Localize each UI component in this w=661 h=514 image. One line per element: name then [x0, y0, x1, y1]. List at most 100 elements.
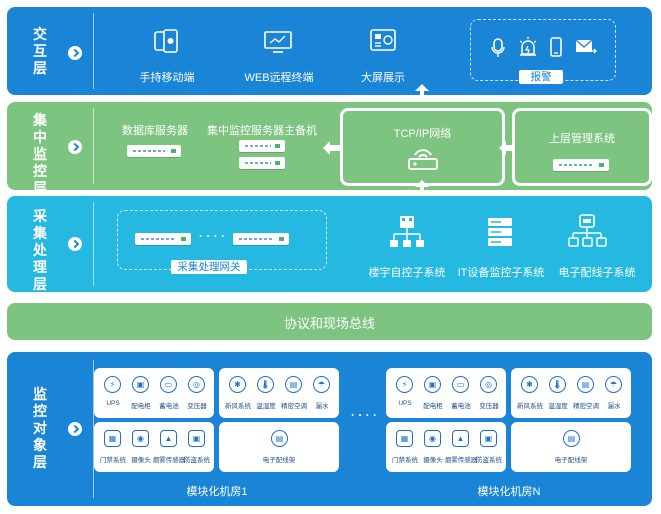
environment-sensor-icon: ✱	[521, 376, 538, 393]
device-label: 温湿度	[548, 403, 568, 410]
monitor-server-backup-device	[239, 157, 285, 169]
device-label: 蓄电池	[159, 403, 179, 410]
device-label: 漏水	[607, 403, 621, 410]
upper-system-device	[553, 159, 609, 171]
phone-icon	[550, 37, 562, 57]
db-server-device	[127, 145, 181, 157]
alarm-tag: 报警	[519, 70, 563, 84]
device-label: 摄像头	[423, 457, 443, 464]
security-device-icon: ▦	[396, 430, 413, 447]
db-server-label: 数据库服务器	[122, 125, 188, 137]
device-label: 漏水	[315, 403, 329, 410]
it-system-label: IT设备监控子系统	[457, 267, 545, 279]
device-label: 防盗系统	[476, 457, 502, 464]
bus-label: 协议和现场总线	[283, 316, 375, 331]
monitor-layer-label: 集中监控层	[33, 112, 47, 196]
monitor-icon	[264, 31, 292, 53]
building-network-icon	[390, 216, 424, 247]
security-device-icon: ▲	[160, 430, 177, 447]
collect-layer-label: 采集处理层	[33, 208, 47, 292]
interaction-layer: 交互层 手持移动端 WEB远程终端 大屏展示	[7, 7, 652, 95]
device-label: 配电柜	[423, 403, 443, 410]
environment-sensor-icon: ✱	[229, 376, 246, 393]
divider	[93, 108, 94, 184]
chevron-right-icon	[68, 422, 82, 436]
divider	[93, 13, 94, 89]
interaction-layer-label: 交互层	[33, 26, 47, 76]
device-label: 精密空调	[573, 403, 599, 410]
monitor-server-main-device	[239, 140, 285, 152]
device-label: 蓄电池	[451, 403, 471, 410]
device-label: 门禁系统	[100, 457, 126, 464]
device-label: 新风系统	[517, 403, 543, 410]
room-n-label: 模块化机房N	[477, 486, 541, 498]
gateway-tag: 采集处理网关	[171, 260, 247, 274]
microphone-icon	[491, 38, 505, 57]
environment-sensor-icon: ▤	[577, 376, 594, 393]
bidirectional-arrow-icon	[415, 84, 429, 114]
bidirectional-arrow-icon	[415, 180, 429, 210]
dashboard-icon	[370, 29, 396, 51]
network-label: TCP/IP网络	[393, 128, 452, 140]
environment-sensor-icon: 🌡	[257, 376, 274, 393]
mobile-terminal-label: 手持移动端	[139, 72, 195, 84]
security-device-icon: ▣	[188, 430, 205, 447]
wiring-rack-icon: ▤	[563, 430, 580, 447]
device-label: 变压器	[479, 403, 499, 410]
wiring-system-label: 电子配线子系统	[558, 267, 636, 279]
power-device-icon: ⚡	[104, 376, 121, 393]
device-label: 配电柜	[131, 403, 151, 410]
network-topology-icon	[568, 214, 607, 247]
wiring-rack-label: 电子配线架	[262, 457, 296, 464]
security-device-icon: ▣	[480, 430, 497, 447]
mobile-icon	[154, 29, 178, 53]
mail-icon	[575, 39, 597, 54]
device-label: 温湿度	[256, 403, 276, 410]
monitor-server-label: 集中监控服务器主备机	[207, 125, 317, 137]
wiring-rack-label: 电子配线架	[554, 457, 588, 464]
device-label: 精密空调	[281, 403, 307, 410]
chevron-right-icon	[68, 237, 82, 251]
environment-sensor-icon: ▤	[285, 376, 302, 393]
environment-sensor-icon: 🌡	[549, 376, 566, 393]
collect-layer: 采集处理层 · · · · 采集处理网关 楼宇自控子系统 IT设备监控子系统	[7, 196, 652, 292]
security-device-icon: ▲	[452, 430, 469, 447]
objects-layer-label: 监控对象层	[33, 386, 47, 470]
power-device-icon: ◎	[480, 376, 497, 393]
security-device-icon: ◉	[132, 430, 149, 447]
power-device-icon: ▭	[452, 376, 469, 393]
divider	[93, 202, 94, 286]
chevron-right-icon	[68, 140, 82, 154]
network-box: TCP/IP网络	[340, 108, 505, 186]
big-screen-label: 大屏展示	[361, 72, 405, 84]
gateway-dots: · · · ·	[199, 229, 225, 243]
security-device-icon: ▦	[104, 430, 121, 447]
security-device-icon: ◉	[424, 430, 441, 447]
upper-system-label: 上层管理系统	[549, 133, 615, 145]
device-label: 防盗系统	[184, 457, 210, 464]
gateway-device-1	[135, 233, 191, 245]
web-terminal-label: WEB远程终端	[244, 72, 314, 84]
environment-sensor-icon: ☂	[313, 376, 330, 393]
device-label: 烟雾传感器	[444, 457, 478, 464]
power-device-icon: ▭	[160, 376, 177, 393]
server-rack-icon	[488, 218, 512, 246]
device-label: 新风系统	[225, 403, 251, 410]
gateway-device-2	[233, 233, 289, 245]
building-system-label: 楼宇自控子系统	[368, 267, 446, 279]
chevron-right-icon	[68, 46, 82, 60]
room-1-label: 模块化机房1	[186, 486, 248, 498]
device-label: UPS	[106, 400, 120, 407]
device-label: UPS	[398, 400, 412, 407]
alarm-light-icon	[519, 37, 537, 56]
rooms-dots: · · · ·	[351, 408, 377, 422]
power-device-icon: ◎	[188, 376, 205, 393]
device-label: 烟雾传感器	[152, 457, 186, 464]
device-label: 门禁系统	[392, 457, 418, 464]
power-device-icon: ⚡	[396, 376, 413, 393]
upper-system-box: 上层管理系统	[512, 108, 652, 186]
device-label: 摄像头	[131, 457, 151, 464]
environment-sensor-icon: ☂	[605, 376, 622, 393]
bus-layer: 协议和现场总线	[7, 303, 652, 340]
router-icon	[408, 149, 438, 170]
